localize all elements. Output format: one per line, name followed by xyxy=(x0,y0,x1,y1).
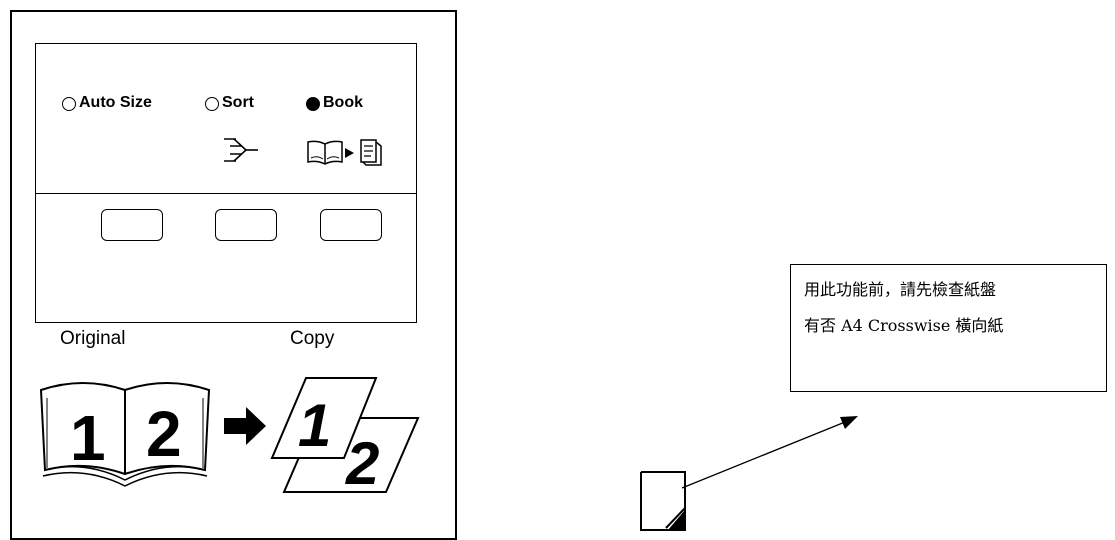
note-line-1: 用此功能前，請先檢查紙盤 xyxy=(804,280,997,299)
sort-key[interactable] xyxy=(215,209,277,241)
auto-size-indicator xyxy=(62,97,76,111)
pointer-arrow-icon xyxy=(681,416,858,489)
book-indicator xyxy=(306,97,320,111)
page-number-1: 1 xyxy=(70,402,106,474)
book-label: Book xyxy=(323,94,363,111)
page-number-2: 2 xyxy=(146,398,182,470)
auto-size-label: Auto Size xyxy=(79,94,152,111)
copy-label: Copy xyxy=(290,328,335,349)
control-panel-divider xyxy=(35,193,417,194)
original-label: Original xyxy=(60,328,126,349)
copy-sheets-icon: 1 2 xyxy=(270,377,420,497)
copy-page-number-1: 1 xyxy=(298,392,331,459)
note-line-2: 有否 A4 Crosswise 橫向紙 xyxy=(804,316,1004,335)
sort-label: Sort xyxy=(222,94,254,111)
book-key[interactable] xyxy=(320,209,382,241)
copy-page-number-2: 2 xyxy=(345,430,379,497)
auto-size-key[interactable] xyxy=(101,209,163,241)
open-book-icon: 1 2 xyxy=(39,382,211,487)
control-panel xyxy=(35,43,417,323)
sort-icon xyxy=(224,138,258,162)
paper-icon xyxy=(640,471,686,531)
right-arrow-icon xyxy=(224,407,266,445)
book-to-page-icon xyxy=(307,139,382,166)
note-box xyxy=(790,264,1107,392)
sort-indicator xyxy=(205,97,219,111)
